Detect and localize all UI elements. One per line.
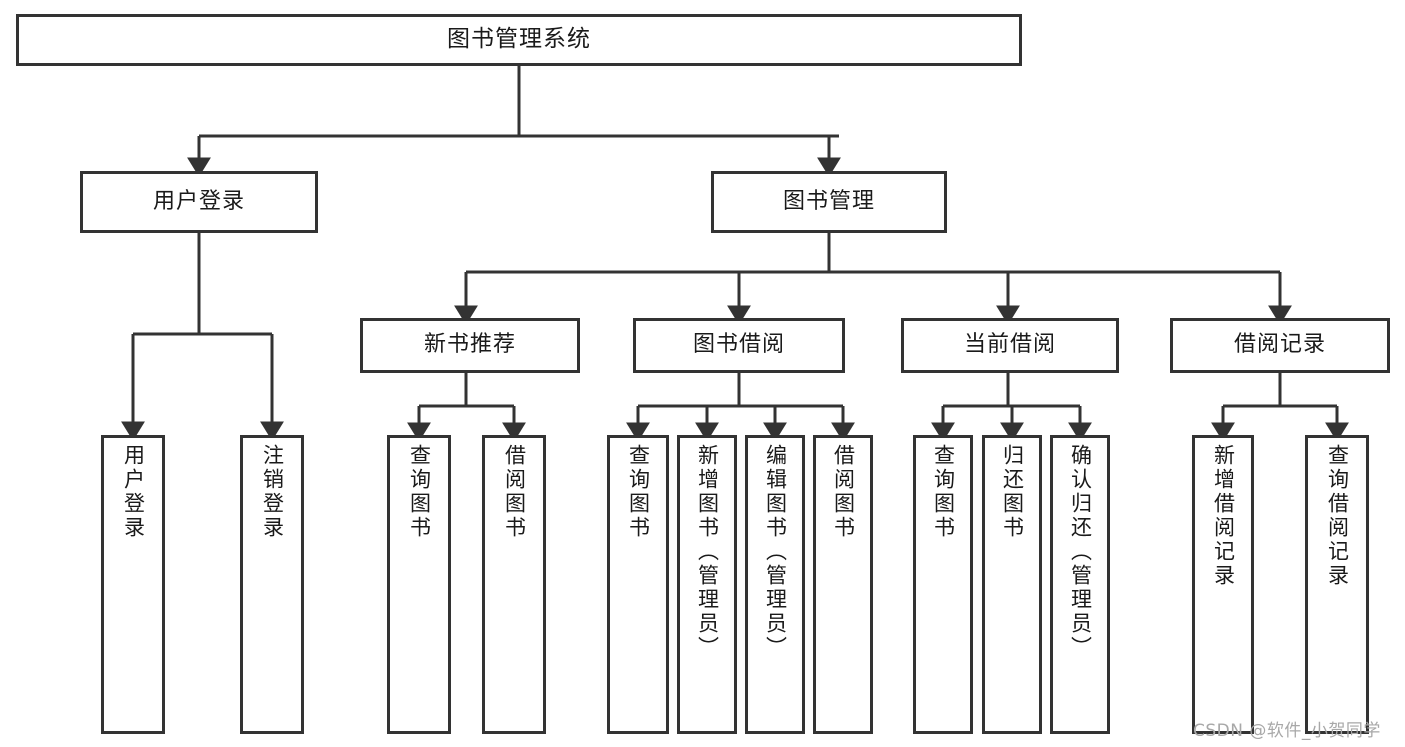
leaf-node-query-book-current[interactable]: 查询图书 [913,435,973,734]
node-book-management[interactable]: 图书管理 [711,171,947,233]
node-borrow-record[interactable]: 借阅记录 [1170,318,1390,373]
node-current-borrow[interactable]: 当前借阅 [901,318,1119,373]
leaf-label: 查询图书 [407,444,432,540]
csdn-watermark: CSDN @软件_小贺同学 [1193,721,1381,741]
node-user-login[interactable]: 用户登录 [80,171,318,233]
leaf-node-query-book-rec[interactable]: 查询图书 [387,435,451,734]
leaf-label: 借阅图书 [502,444,527,540]
leaf-node-add-book-admin[interactable]: 新增图书（管理员） [677,435,737,734]
leaf-node-query-borrow-record[interactable]: 查询借阅记录 [1305,435,1369,734]
leaf-node-return-book[interactable]: 归还图书 [982,435,1042,734]
leaf-label: 注销登录 [260,444,285,540]
leaf-node-add-borrow-record[interactable]: 新增借阅记录 [1192,435,1254,734]
leaf-label: 借阅图书 [831,444,856,540]
leaf-node-edit-book-admin[interactable]: 编辑图书（管理员） [745,435,805,734]
leaf-label: 编辑图书（管理员） [763,444,788,660]
leaf-node-user-login[interactable]: 用户登录 [101,435,165,734]
leaf-label: 查询图书 [626,444,651,540]
leaf-label: 新增图书（管理员） [695,444,720,660]
leaf-node-borrow-book[interactable]: 借阅图书 [813,435,873,734]
leaf-node-borrow-book-rec[interactable]: 借阅图书 [482,435,546,734]
leaf-label: 查询图书 [931,444,956,540]
leaf-label: 查询借阅记录 [1325,444,1350,588]
leaf-label: 归还图书 [1000,444,1025,540]
leaf-node-query-book-borrow[interactable]: 查询图书 [607,435,669,734]
leaf-label: 用户登录 [121,444,146,540]
leaf-node-confirm-return-admin[interactable]: 确认归还（管理员） [1050,435,1110,734]
leaf-label: 新增借阅记录 [1211,444,1236,588]
node-root-system[interactable]: 图书管理系统 [16,14,1022,66]
leaf-label: 确认归还（管理员） [1068,444,1093,660]
node-new-book-recommend[interactable]: 新书推荐 [360,318,580,373]
leaf-node-user-logout[interactable]: 注销登录 [240,435,304,734]
node-book-borrow[interactable]: 图书借阅 [633,318,845,373]
